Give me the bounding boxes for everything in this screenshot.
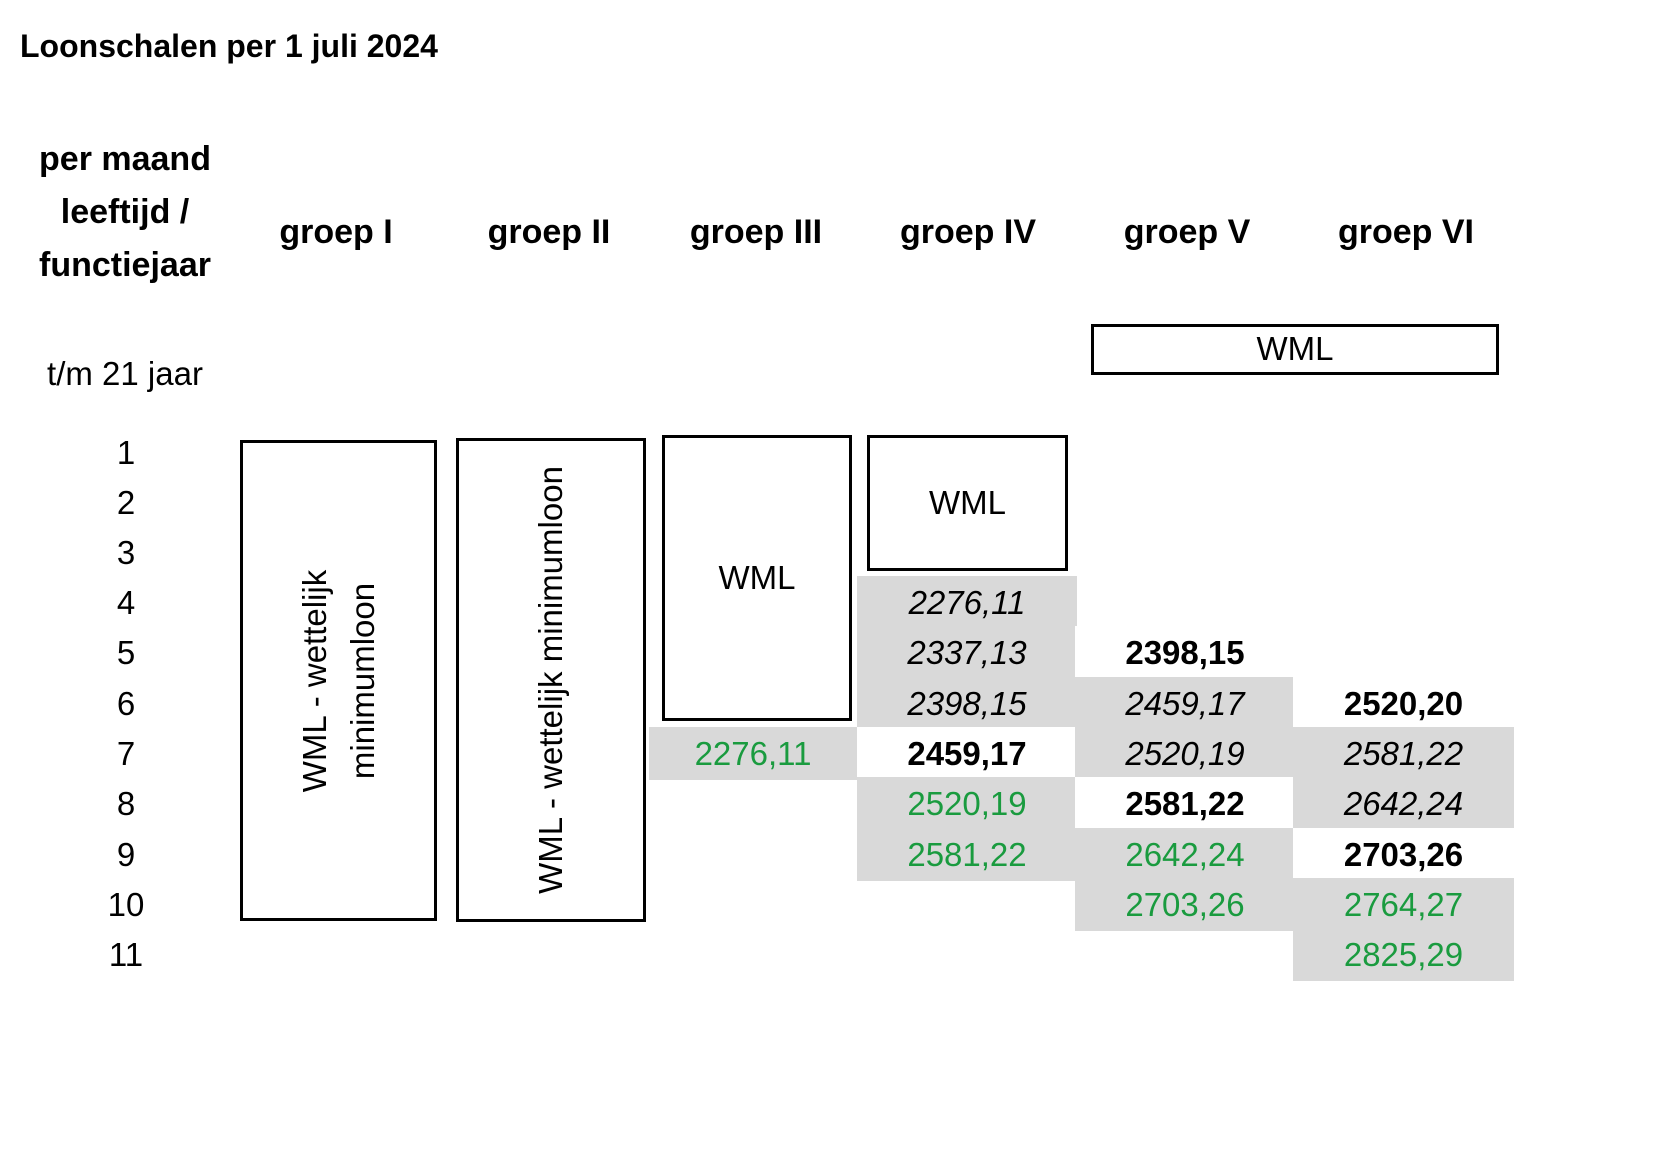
row-label-line-3: functiejaar <box>39 246 211 284</box>
row-number-2: 2 <box>116 484 136 521</box>
group-header-6: groep VI <box>1337 213 1475 251</box>
row-label-line-1: per maand <box>39 140 211 178</box>
group2-wml-box: WML - wettelijk minimumloon <box>456 438 646 922</box>
row-number-8: 8 <box>116 785 136 822</box>
row-label-header: per maand leeftijd / functiejaar <box>20 133 230 292</box>
group-header-3: groep III <box>689 213 823 251</box>
row-number-5: 5 <box>116 634 136 671</box>
age-row-wml-box: WML <box>1091 324 1499 375</box>
row-number-6: 6 <box>116 685 136 722</box>
row-label-line-2: leeftijd / <box>60 193 190 231</box>
group4-value-row5: 2337,13 <box>857 626 1077 679</box>
group-header-1: groep I <box>279 213 393 251</box>
row-number-7: 7 <box>116 735 136 772</box>
row-number-11: 11 <box>108 936 144 973</box>
group1-wml-line-2: minimumloon <box>343 582 381 779</box>
group4-wml-box: WML <box>867 435 1068 571</box>
group5-value-row6: 2459,17 <box>1075 677 1295 730</box>
group-header-2: groep II <box>487 213 611 251</box>
group6-value-row6: 2520,20 <box>1293 677 1514 730</box>
group4-value-row7: 2459,17 <box>857 727 1077 780</box>
group6-value-row8: 2642,24 <box>1293 777 1514 830</box>
row-number-10: 10 <box>107 886 145 923</box>
group-header-5: groep V <box>1123 213 1251 251</box>
group5-value-row8: 2581,22 <box>1075 777 1295 830</box>
group4-value-row8: 2520,19 <box>857 777 1077 830</box>
row-number-3: 3 <box>116 534 136 571</box>
group5-value-row7: 2520,19 <box>1075 727 1295 780</box>
group4-value-row9: 2581,22 <box>857 828 1077 881</box>
group5-value-row5: 2398,15 <box>1075 626 1295 679</box>
page-title: Loonschalen per 1 juli 2024 <box>20 28 438 64</box>
group6-value-row7: 2581,22 <box>1293 727 1514 780</box>
group1-wml-box: WML - wettelijk minimumloon <box>240 440 437 921</box>
row-number-1: 1 <box>116 434 136 471</box>
group1-wml-text: WML - wettelijk minimumloon <box>291 569 387 791</box>
row-number-9: 9 <box>116 836 136 873</box>
row-number-4: 4 <box>116 584 136 621</box>
group6-value-row11: 2825,29 <box>1293 928 1514 981</box>
group2-wml-text: WML - wettelijk minimumloon <box>532 466 569 894</box>
group6-value-row9: 2703,26 <box>1293 828 1514 881</box>
group3-wml-box: WML <box>662 435 852 721</box>
group5-value-row10: 2703,26 <box>1075 878 1295 931</box>
group4-value-row6: 2398,15 <box>857 677 1077 730</box>
group6-value-row10: 2764,27 <box>1293 878 1514 931</box>
age-row-label: t/m 21 jaar <box>47 355 203 392</box>
group4-value-row4: 2276,11 <box>857 576 1077 629</box>
group5-value-row9: 2642,24 <box>1075 828 1295 881</box>
group3-value-row7: 2276,11 <box>649 727 857 780</box>
group-header-4: groep IV <box>899 213 1037 251</box>
group1-wml-line-1: WML - wettelijk <box>295 569 333 792</box>
